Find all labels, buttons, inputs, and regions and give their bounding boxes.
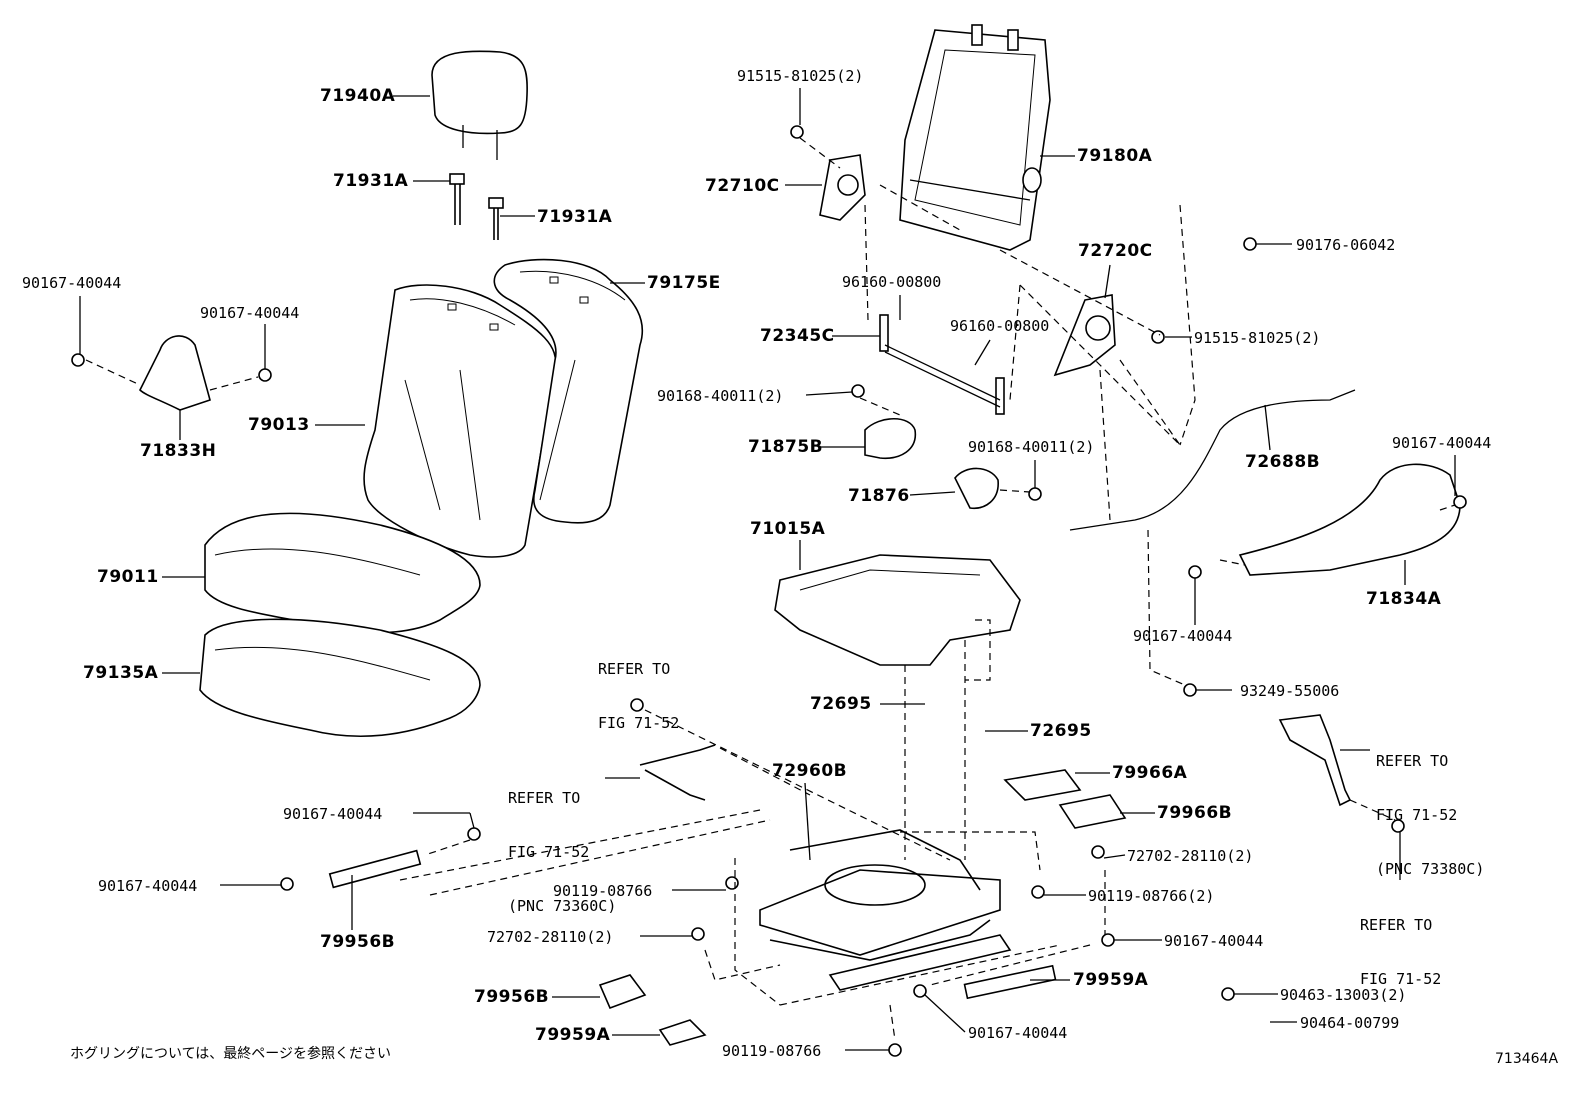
cover-71876-drawing bbox=[954, 467, 999, 509]
part-label-90167-40044: 90167-40044 bbox=[283, 805, 383, 823]
part-label-71875b: 71875B bbox=[748, 437, 824, 457]
refer-note: REFER TO FIG 71-52 bbox=[598, 624, 679, 750]
part-label-71940a: 71940A bbox=[320, 86, 396, 106]
refer-note: REFER TO FIG 71-52 (PNC 73380C) bbox=[1376, 716, 1484, 896]
seatbelt-buckle-right-drawing bbox=[1278, 714, 1352, 807]
part-label-90463-13003: 90463-13003(2) bbox=[1280, 986, 1407, 1004]
seatbelt-buckle-left-drawing bbox=[639, 744, 716, 801]
part-label-90167-40044: 90167-40044 bbox=[1133, 627, 1233, 645]
part-label-72345c: 72345C bbox=[760, 326, 835, 346]
recliner-left-drawing bbox=[819, 154, 866, 221]
part-label-90167-40044: 90167-40044 bbox=[22, 274, 122, 292]
seat-cushion-pad-drawing bbox=[199, 618, 481, 738]
seat-adjuster-drawing bbox=[759, 829, 1012, 991]
part-label-79966a: 79966A bbox=[1112, 763, 1188, 783]
hog-ring-note: ホグリングについては、最終ページを参照ください bbox=[70, 1046, 392, 1062]
cushion-frame-drawing bbox=[774, 554, 1021, 666]
part-label-71833h: 71833H bbox=[140, 441, 217, 461]
cover-79956b-small-drawing bbox=[598, 974, 647, 1010]
part-label-90119-08766: 90119-08766(2) bbox=[1088, 887, 1215, 905]
refer-line: REFER TO bbox=[1376, 752, 1449, 770]
cover-79966b-drawing bbox=[1058, 794, 1127, 829]
assembly-dashed-lines bbox=[85, 137, 1456, 1041]
bar-79959a-drawing bbox=[963, 964, 1057, 1000]
leader-lines bbox=[79, 88, 1456, 1051]
seatback-cover-drawing bbox=[363, 284, 557, 558]
cover-79959a-small-drawing bbox=[658, 1019, 707, 1046]
refer-line: (PNC 73360C) bbox=[508, 897, 617, 915]
part-label-90167-40044: 90167-40044 bbox=[200, 304, 300, 322]
seatback-frame-drawing bbox=[899, 24, 1051, 251]
part-label-71834a: 71834A bbox=[1366, 589, 1442, 609]
part-label-71876: 71876 bbox=[848, 486, 910, 506]
recliner-right-drawing bbox=[1053, 294, 1116, 377]
part-label-90168-40011: 90168-40011(2) bbox=[657, 387, 784, 405]
part-label-90464-00799: 90464-00799 bbox=[1300, 1014, 1400, 1032]
part-label-79011: 79011 bbox=[97, 567, 159, 587]
part-label-72702-28110: 72702-28110(2) bbox=[487, 928, 614, 946]
part-label-79956b: 79956B bbox=[320, 932, 396, 952]
part-label-71931a: 71931A bbox=[333, 171, 409, 191]
part-label-90176-06042: 90176-06042 bbox=[1296, 236, 1396, 254]
hinge-cover-drawing bbox=[139, 335, 211, 411]
part-label-79959a: 79959A bbox=[535, 1025, 611, 1045]
refer-note: REFER TO FIG 71-52 bbox=[1360, 880, 1441, 1006]
part-label-90168-40011: 90168-40011(2) bbox=[968, 438, 1095, 456]
part-label-90167-40044: 90167-40044 bbox=[98, 877, 198, 895]
part-label-91515-81025: 91515-81025(2) bbox=[737, 67, 864, 85]
bar-79956b-drawing bbox=[328, 849, 422, 889]
refer-line: FIG 71-52 bbox=[1376, 806, 1458, 824]
side-cover-drawing bbox=[1238, 463, 1461, 576]
part-label-90167-40044: 90167-40044 bbox=[1392, 434, 1492, 452]
part-label-72695: 72695 bbox=[1030, 721, 1092, 741]
part-label-71931a: 71931A bbox=[537, 207, 613, 227]
bolt-icons bbox=[71, 125, 1467, 1057]
refer-line: (PNC 73380C) bbox=[1376, 860, 1485, 878]
cover-79966a-drawing bbox=[1003, 769, 1082, 801]
part-label-79966b: 79966B bbox=[1157, 803, 1233, 823]
refer-line: REFER TO bbox=[508, 789, 581, 807]
seatback-pad-drawing bbox=[493, 258, 644, 524]
part-label-90167-40044: 90167-40044 bbox=[1164, 932, 1264, 950]
headrest-guide-drawing bbox=[449, 173, 504, 240]
part-label-93249-55006: 93249-55006 bbox=[1240, 682, 1340, 700]
part-label-72702-28110: 72702-28110(2) bbox=[1127, 847, 1254, 865]
refer-line: REFER TO bbox=[598, 660, 671, 678]
release-cable-drawing bbox=[1069, 389, 1356, 531]
part-label-72710c: 72710C bbox=[705, 176, 780, 196]
part-label-79013: 79013 bbox=[248, 415, 310, 435]
refer-line: FIG 71-52 bbox=[1360, 970, 1442, 988]
recliner-rod-drawing bbox=[879, 314, 1005, 415]
part-label-79959a: 79959A bbox=[1073, 970, 1149, 990]
refer-line: FIG 71-52 bbox=[598, 714, 680, 732]
part-label-72960b: 72960B bbox=[772, 761, 848, 781]
part-label-90119-08766: 90119-08766 bbox=[722, 1042, 822, 1060]
refer-line: FIG 71-52 bbox=[508, 843, 590, 861]
refer-line: REFER TO bbox=[1360, 916, 1433, 934]
part-label-72695: 72695 bbox=[810, 694, 872, 714]
part-label-91515-81025: 91515-81025(2) bbox=[1194, 329, 1321, 347]
part-label-72688b: 72688B bbox=[1245, 452, 1321, 472]
part-label-79956b: 79956B bbox=[474, 987, 550, 1007]
headrest-drawing bbox=[431, 50, 528, 160]
part-label-96160-00800: 96160-00800 bbox=[950, 317, 1050, 335]
part-label-96160-00800: 96160-00800 bbox=[842, 273, 942, 291]
figure-id: 713464A bbox=[1495, 1051, 1559, 1067]
cover-71875b-drawing bbox=[864, 418, 916, 459]
part-label-79180a: 79180A bbox=[1077, 146, 1153, 166]
refer-note: REFER TO FIG 71-52 (PNC 73360C) bbox=[508, 753, 616, 933]
part-label-90167-40044: 90167-40044 bbox=[968, 1024, 1068, 1042]
part-label-72720c: 72720C bbox=[1078, 241, 1153, 261]
part-label-90119-08766: 90119-08766 bbox=[553, 882, 653, 900]
part-label-79135a: 79135A bbox=[83, 663, 159, 683]
part-label-71015a: 71015A bbox=[750, 519, 826, 539]
part-label-79175e: 79175E bbox=[647, 273, 721, 293]
